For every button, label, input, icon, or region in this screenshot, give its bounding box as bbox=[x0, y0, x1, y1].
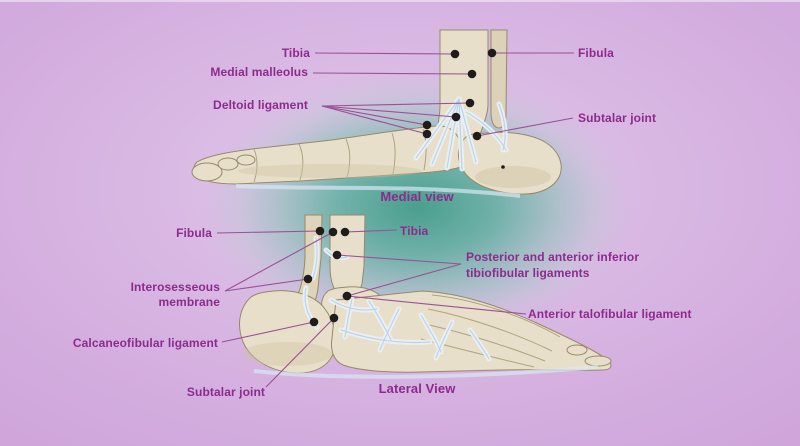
caption-lateral-view: Lateral View bbox=[378, 381, 456, 396]
label-medial-malleolus: Medial malleolus bbox=[210, 65, 308, 79]
bone-shading bbox=[242, 342, 332, 366]
sole-highlight-medial bbox=[235, 184, 521, 198]
big-toe-medial bbox=[191, 162, 223, 182]
bone-shading bbox=[475, 166, 551, 188]
top-edge-highlight bbox=[0, 0, 800, 2]
label-subtalar-joint-medial: Subtalar joint bbox=[578, 111, 657, 125]
toe-lateral bbox=[566, 344, 588, 356]
label-interosseous-membrane: Interosesseous membrane bbox=[130, 280, 220, 309]
toe-medial bbox=[236, 154, 256, 166]
label-anterior-talofibular-ligament: Anterior talofibular ligament bbox=[528, 307, 692, 321]
label-calcaneofibular-ligament: Calcaneofibular ligament bbox=[72, 336, 218, 350]
label-fibula-lateral: Fibula bbox=[176, 226, 212, 240]
label-fibula-medial: Fibula bbox=[578, 46, 614, 60]
metatarsal-lines-lateral bbox=[420, 294, 561, 368]
caption-medial-view: Medial view bbox=[380, 189, 454, 204]
toe-medial bbox=[217, 157, 239, 171]
label-tibia-medial: Tibia bbox=[281, 46, 310, 60]
label-tibia-lateral: Tibia bbox=[400, 224, 429, 238]
bone-shading bbox=[238, 164, 422, 178]
medial-view-illustration bbox=[191, 29, 562, 198]
label-deltoid-ligament: Deltoid ligament bbox=[213, 98, 308, 112]
label-posterior-anterior-inferior-tibiofibular-ligaments: Posterior and anterior inferior tibiofib… bbox=[466, 250, 640, 280]
sole-highlight-lateral bbox=[253, 365, 599, 379]
toe-lateral bbox=[584, 355, 612, 367]
lateral-view-illustration bbox=[239, 214, 612, 379]
label-subtalar-joint-lateral: Subtalar joint bbox=[186, 385, 265, 399]
